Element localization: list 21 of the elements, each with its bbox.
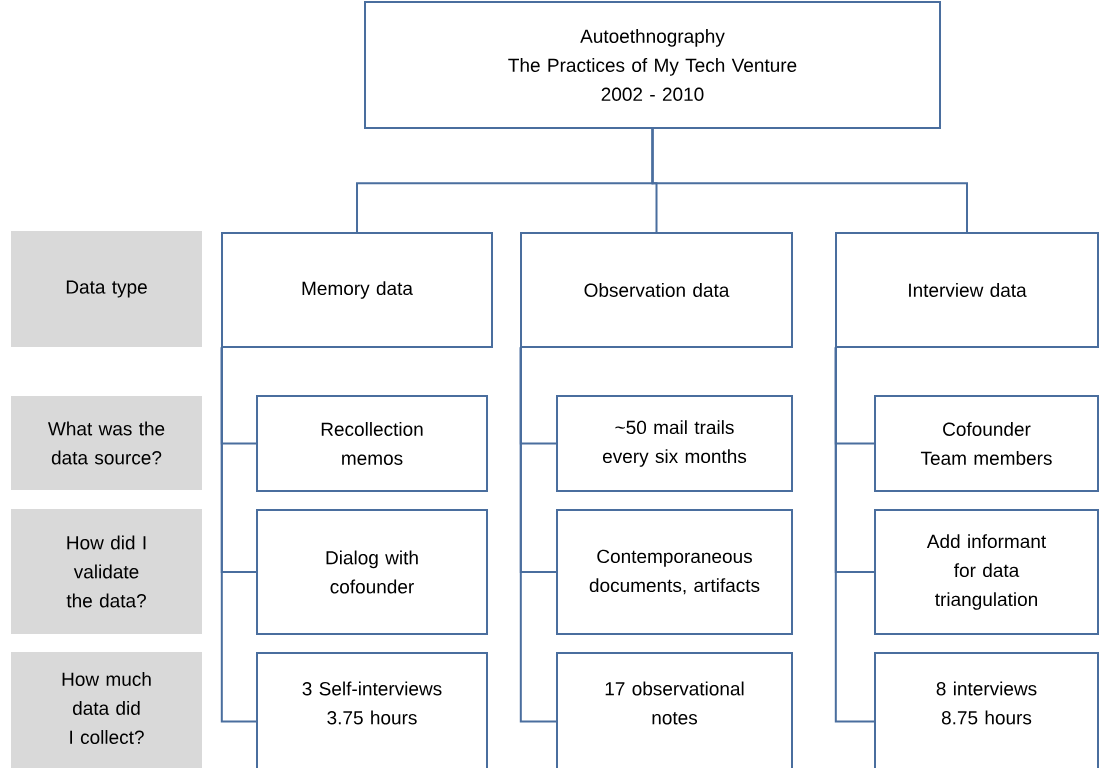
item-box: 17 observational notes xyxy=(556,652,793,768)
item-box: Cofounder Team members xyxy=(874,395,1099,492)
item-box: 8 interviews 8.75 hours xyxy=(874,652,1099,768)
item-box: Contemporaneous documents, artifacts xyxy=(556,509,793,635)
connector xyxy=(519,346,558,723)
connector xyxy=(651,127,968,234)
item-box: ~50 mail trails every six months xyxy=(556,395,793,492)
row-label: What was the data source? xyxy=(11,396,202,490)
category-box: Interview data xyxy=(835,232,1099,348)
item-box: Add informant for data triangulation xyxy=(874,509,1099,635)
row-label: How did I validate the data? xyxy=(11,509,202,634)
title-box: Autoethnography The Practices of My Tech Venture 2002 - 2010 xyxy=(364,1,941,129)
category-box: Observation data xyxy=(520,232,793,348)
item-box: 3 Self-interviews 3.75 hours xyxy=(256,652,488,768)
item-box: Dialog with cofounder xyxy=(256,509,488,635)
category-box: Memory data xyxy=(221,232,493,348)
row-label: Data type xyxy=(11,231,202,347)
connector xyxy=(220,346,258,723)
connector xyxy=(834,346,876,723)
item-box: Recollection memos xyxy=(256,395,488,492)
row-label: How much data did I collect? xyxy=(11,652,202,768)
